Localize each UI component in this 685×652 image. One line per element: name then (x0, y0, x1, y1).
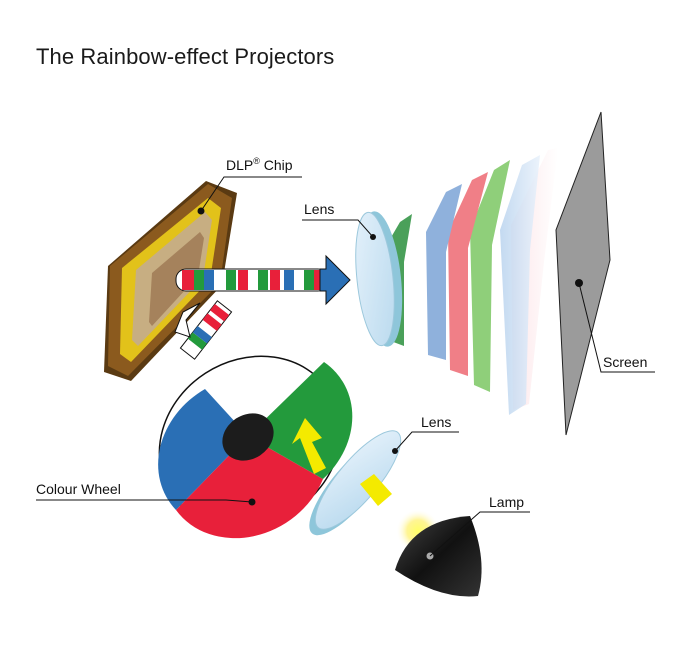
label-screen: Screen (603, 354, 647, 370)
bottom-lens (309, 430, 402, 536)
projected-colour-planes (386, 148, 558, 415)
dlp-chip (104, 181, 237, 381)
coloured-light-path (174, 254, 351, 360)
page-title: The Rainbow-effect Projectors (36, 44, 335, 69)
colour-wheel (158, 355, 353, 539)
label-dlp-chip: DLP® Chip (226, 156, 293, 173)
label-lens-top: Lens (304, 201, 334, 217)
label-colour-wheel: Colour Wheel (36, 481, 121, 497)
top-lens (355, 211, 403, 347)
label-lamp: Lamp (489, 494, 524, 510)
leader-lines (36, 176, 655, 557)
screen-panel (555, 111, 611, 436)
label-lens-bottom: Lens (421, 414, 451, 430)
light-beam (292, 418, 440, 553)
